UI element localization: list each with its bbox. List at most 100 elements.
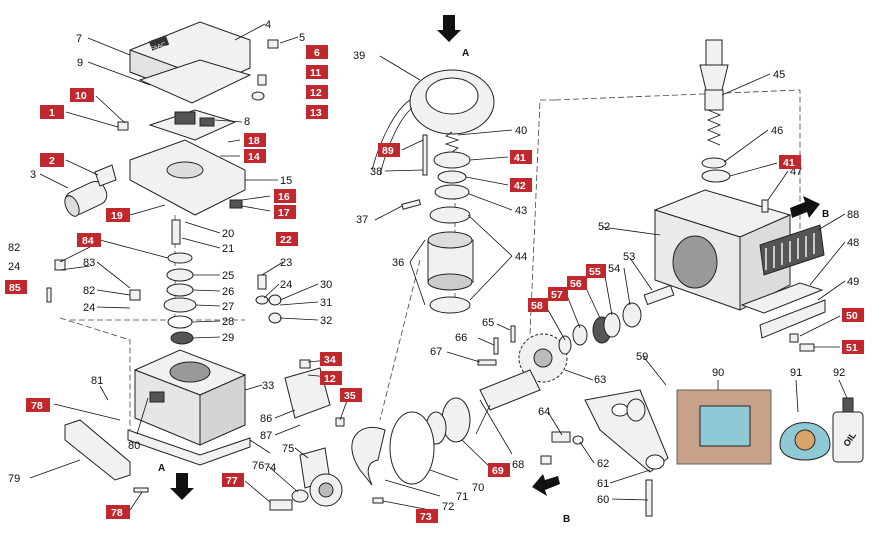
badge-number: 69: [492, 465, 504, 477]
badge-14: 14: [244, 149, 266, 163]
badge-number: 34: [324, 354, 336, 366]
badge-number: 17: [278, 207, 290, 219]
badge-background: [378, 143, 400, 157]
badge-78b: 78: [106, 505, 130, 519]
label-81: 81: [91, 375, 103, 387]
badge-background: [320, 352, 342, 366]
badge-number: 57: [551, 289, 563, 301]
badge-number: 50: [846, 310, 858, 322]
label-87: 87: [260, 430, 272, 442]
label-29: 29: [222, 332, 234, 344]
cover-logo: FAAC: [150, 42, 167, 53]
badge-number: 55: [589, 266, 601, 278]
badge-background: [842, 340, 864, 354]
badge-number: 1: [49, 107, 55, 119]
badge-number: 78: [111, 507, 123, 519]
badge-number: 6: [314, 47, 320, 59]
label-5: 5: [299, 32, 305, 44]
badge-16: 16: [274, 189, 296, 203]
label-28: 28: [222, 316, 234, 328]
badge-background: [416, 509, 438, 523]
label-43: 43: [515, 205, 527, 217]
capacitor: [64, 181, 108, 217]
badge-number: 73: [420, 511, 432, 523]
marker-a-bottom: A: [158, 463, 165, 474]
badge-background: [306, 65, 328, 79]
badge-background: [40, 153, 64, 167]
badge-background: [222, 473, 244, 487]
badge-12a: 12: [306, 85, 328, 99]
badge-1: 1: [40, 105, 64, 119]
label-60: 60: [597, 494, 609, 506]
badge-number: 84: [82, 235, 94, 247]
badge-69: 69: [488, 463, 510, 477]
badge-number: 85: [9, 282, 21, 294]
badge-11: 11: [306, 65, 328, 79]
badge-18: 18: [244, 133, 266, 147]
badge-58: 58: [528, 298, 548, 312]
label-82b: 82: [83, 285, 95, 297]
release-lever: [584, 389, 669, 473]
right-assembly: OIL: [540, 39, 864, 517]
badge-51: 51: [842, 340, 864, 354]
label-30: 30: [320, 279, 332, 291]
label-37: 37: [356, 214, 368, 226]
badge-number: 78: [31, 400, 43, 412]
label-88: 88: [847, 209, 859, 221]
grease-pack: [676, 389, 772, 465]
badge-number: 2: [49, 155, 55, 167]
badge-background: [274, 205, 296, 219]
label-26: 26: [222, 286, 234, 298]
badge-35: 35: [340, 388, 362, 402]
left-assembly: FAAC: [46, 21, 384, 511]
badge-57: 57: [548, 287, 568, 301]
badge-number: 18: [248, 135, 260, 147]
leader-lines: [29, 23, 848, 511]
badge-41a: 41: [510, 150, 532, 164]
marker-b-right: B: [822, 209, 829, 220]
label-82a: 82: [8, 242, 20, 254]
badge-background: [276, 232, 298, 246]
label-90: 90: [712, 367, 724, 379]
label-27: 27: [222, 301, 234, 313]
badge-background: [106, 208, 130, 222]
badge-background: [306, 105, 328, 119]
badge-background: [40, 105, 64, 119]
badge-number: 35: [344, 390, 356, 402]
badge-56: 56: [567, 276, 587, 290]
badge-number: 58: [531, 300, 543, 312]
label-72: 72: [442, 501, 454, 513]
badge-number: 77: [226, 475, 238, 487]
label-45: 45: [773, 69, 785, 81]
badge-6: 6: [306, 45, 328, 59]
badge-number: 16: [278, 191, 290, 203]
badge-background: [274, 189, 296, 203]
label-76: 76: [252, 460, 264, 472]
badge-number: 56: [570, 278, 582, 290]
label-7: 7: [76, 33, 82, 45]
label-32: 32: [320, 315, 332, 327]
badge-55: 55: [586, 264, 606, 278]
badge-2: 2: [40, 153, 64, 167]
label-21: 21: [222, 243, 234, 255]
label-40: 40: [515, 125, 527, 137]
badge-background: [106, 505, 130, 519]
label-68: 68: [512, 459, 524, 471]
label-64: 64: [538, 406, 550, 418]
arrow-b-bottom-icon: [532, 474, 560, 496]
badge-background: [244, 133, 266, 147]
badge-background: [779, 155, 801, 169]
arrow-b-right-icon: [790, 196, 820, 218]
label-74: 74: [264, 462, 276, 474]
rotor: [427, 206, 474, 314]
badge-background: [488, 463, 510, 477]
badge-background: [26, 398, 50, 412]
badge-77: 77: [222, 473, 244, 487]
label-24a: 24: [280, 279, 292, 291]
gearbox-housing: [133, 349, 247, 446]
badge-73: 73: [416, 509, 438, 523]
badge-number: 12: [310, 87, 322, 99]
badge-background: [586, 264, 606, 278]
badge-background: [306, 85, 328, 99]
